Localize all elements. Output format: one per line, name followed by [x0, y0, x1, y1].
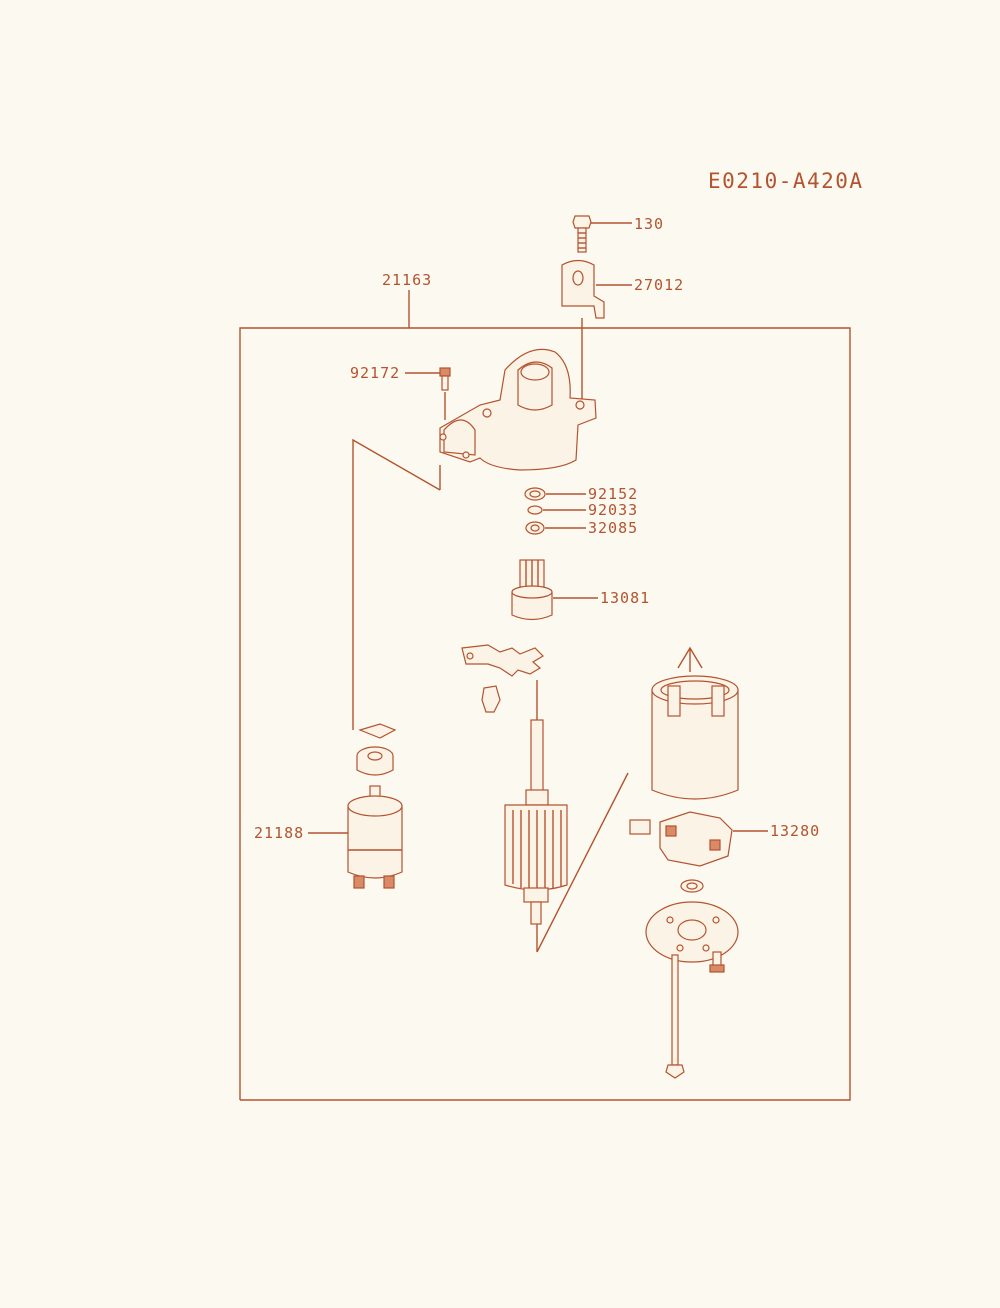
- label-13280: 13280: [770, 822, 820, 840]
- plunger-piece[interactable]: [481, 685, 501, 713]
- screw-92172[interactable]: [405, 367, 451, 391]
- bracket-27012[interactable]: [561, 259, 632, 319]
- label-13081: 13081: [600, 589, 650, 607]
- armature-yoke-line: [536, 772, 629, 953]
- label-32085: 32085: [588, 519, 638, 537]
- yoke[interactable]: [651, 646, 739, 800]
- bolt-130[interactable]: [572, 215, 632, 253]
- washer-end[interactable]: [680, 879, 704, 893]
- solenoid-21188[interactable]: [308, 785, 403, 889]
- washer-92152[interactable]: [524, 487, 586, 501]
- brush-holder-13280[interactable]: [629, 811, 768, 867]
- label-92152: 92152: [588, 485, 638, 503]
- collar-32085[interactable]: [525, 521, 586, 535]
- cover-screw[interactable]: [709, 951, 725, 973]
- pinion-13081[interactable]: [511, 559, 598, 621]
- diagram-code: E0210-A420A: [708, 169, 864, 193]
- ring-92033[interactable]: [527, 505, 586, 515]
- label-92172: 92172: [350, 364, 400, 382]
- solenoid-leader-line: [352, 438, 441, 730]
- armature[interactable]: [504, 719, 568, 925]
- label-92033: 92033: [588, 501, 638, 519]
- label-27012: 27012: [634, 276, 684, 294]
- assembly-frame: [239, 290, 851, 1101]
- shift-lever[interactable]: [461, 644, 544, 677]
- label-21163: 21163: [382, 271, 432, 289]
- label-21188: 21188: [254, 824, 304, 842]
- solenoid-gasket[interactable]: [358, 723, 397, 739]
- solenoid-cap[interactable]: [356, 746, 394, 776]
- front-housing[interactable]: [439, 348, 597, 471]
- rear-cover[interactable]: [645, 901, 739, 963]
- label-130: 130: [634, 215, 664, 233]
- through-bolt[interactable]: [665, 954, 685, 1079]
